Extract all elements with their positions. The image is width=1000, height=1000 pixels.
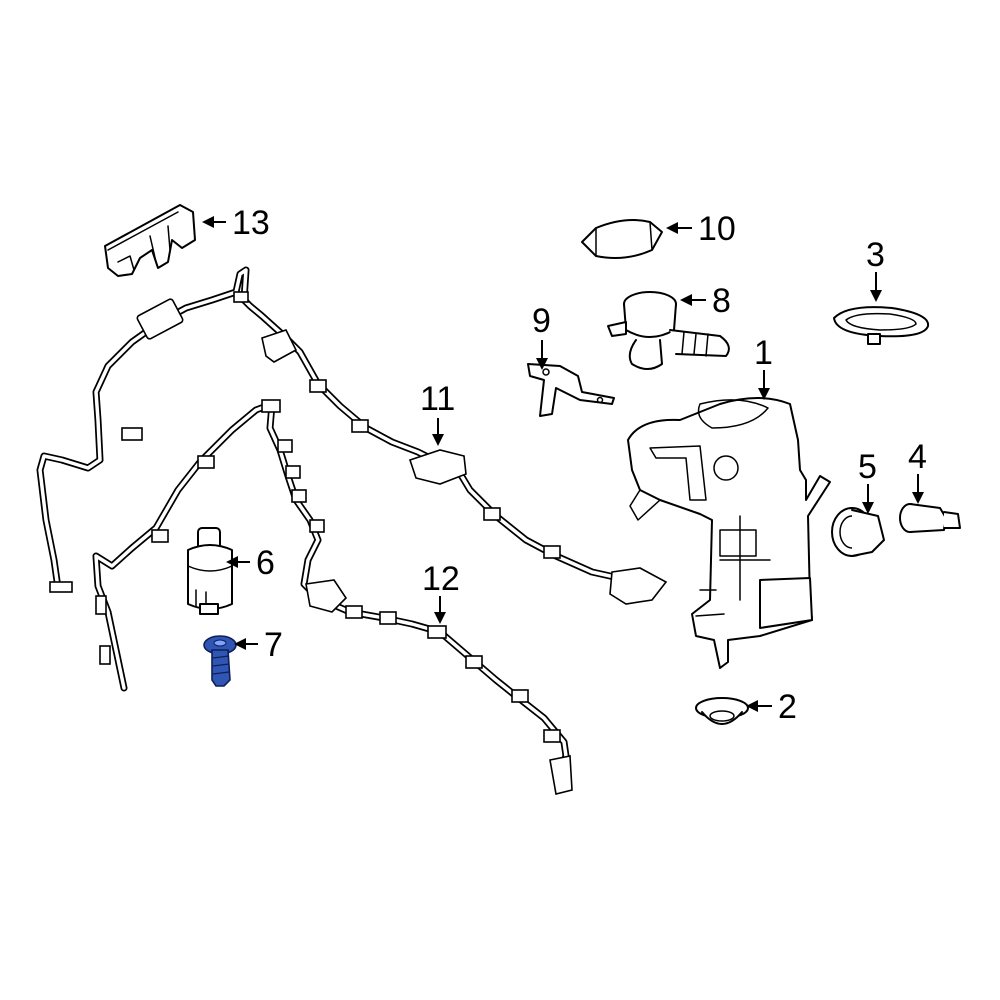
- part-4-sensor[interactable]: [899, 503, 961, 533]
- part-10-cap[interactable]: [581, 219, 663, 259]
- callout-10: 10: [698, 210, 736, 248]
- callout-5: 5: [858, 448, 877, 486]
- part-8-filler-neck[interactable]: [607, 291, 730, 370]
- callout-4: 4: [908, 438, 927, 476]
- part-1-reservoir[interactable]: [627, 397, 831, 669]
- callout-8: 8: [712, 282, 731, 320]
- part-7-screw[interactable]: [203, 635, 237, 687]
- part-3-seal[interactable]: [833, 306, 930, 345]
- callout-9: 9: [532, 302, 551, 340]
- callout-7: 7: [264, 626, 283, 664]
- callout-11: 11: [420, 380, 455, 418]
- part-12-hose-assembly[interactable]: [92, 399, 573, 795]
- callout-12: 12: [422, 560, 460, 598]
- callout-6: 6: [256, 544, 275, 582]
- part-9-bracket[interactable]: [527, 363, 615, 417]
- part-13-bracket[interactable]: [104, 204, 196, 277]
- part-6-washer-pump[interactable]: [187, 527, 233, 615]
- callout-1: 1: [754, 334, 773, 372]
- callout-arrows: [202, 216, 924, 712]
- part-11-hose-assembly[interactable]: [36, 266, 668, 605]
- callout-2: 2: [778, 688, 797, 726]
- part-2-cap[interactable]: [695, 697, 749, 725]
- part-5-grommet[interactable]: [831, 507, 885, 557]
- callout-13: 13: [232, 204, 270, 242]
- callout-3: 3: [866, 236, 885, 274]
